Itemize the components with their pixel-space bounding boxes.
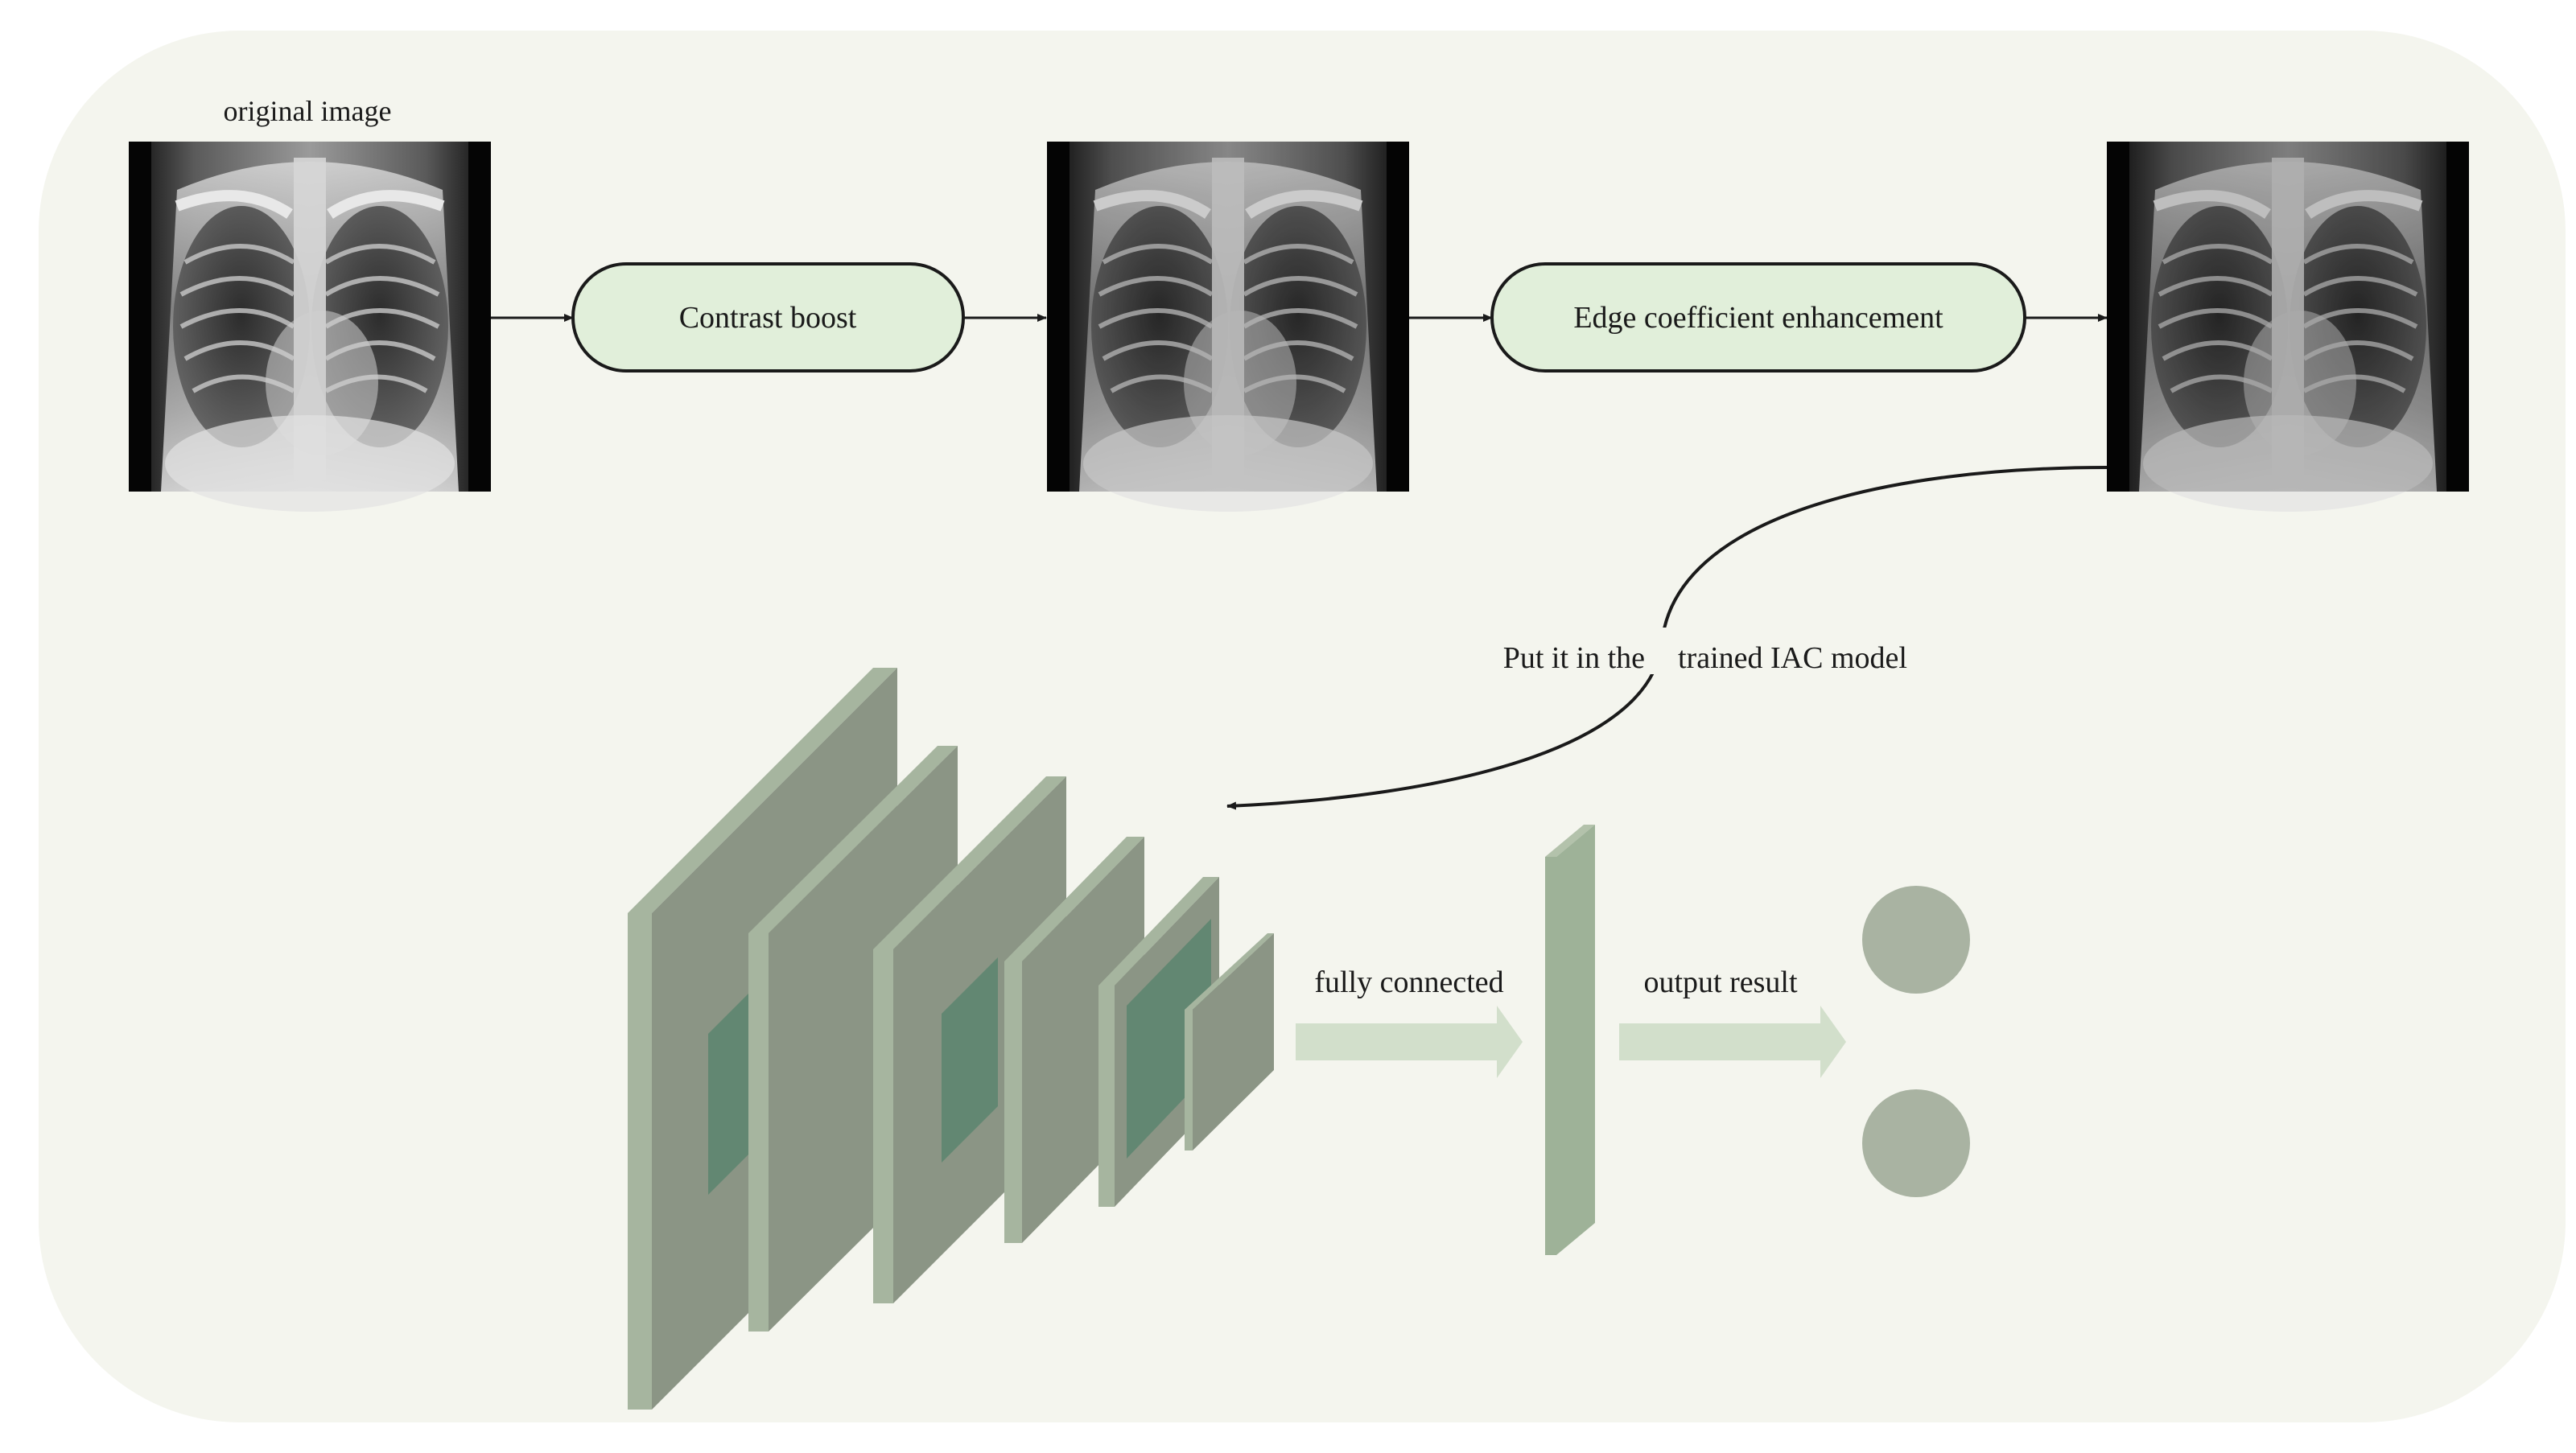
kernel-3 bbox=[1127, 919, 1211, 1159]
original-image-label: original image bbox=[224, 95, 392, 127]
original-xray-image bbox=[129, 142, 491, 512]
kernel-2 bbox=[942, 957, 998, 1163]
model-label-part-1: Put it in the bbox=[1503, 641, 1645, 675]
conv-layer-5 bbox=[1098, 877, 1219, 1207]
output-result-label: output result bbox=[1643, 965, 1797, 999]
cnn-layers bbox=[628, 668, 1274, 1410]
edge-enhancement-node: Edge coefficient enhancement bbox=[1490, 262, 2026, 373]
output-node-1 bbox=[1862, 886, 1970, 994]
fully-connected-flow-arrow bbox=[1296, 1006, 1523, 1078]
kernel-1 bbox=[708, 994, 748, 1195]
edge-enhancement-label: Edge coefficient enhancement bbox=[1573, 301, 1943, 335]
fully-connected-layer bbox=[1545, 825, 1595, 1255]
enhanced-xray-image bbox=[2107, 142, 2469, 512]
output-flow-arrow bbox=[1619, 1006, 1846, 1078]
output-node-2 bbox=[1862, 1089, 1970, 1197]
contrast-boost-label: Contrast boost bbox=[679, 301, 857, 335]
contrast-boosted-xray-image bbox=[1047, 142, 1409, 512]
fully-connected-label: fully connected bbox=[1314, 965, 1503, 999]
conv-layer-6 bbox=[1185, 933, 1274, 1150]
model-label-part-2: trained IAC model bbox=[1678, 641, 1907, 675]
contrast-boost-node: Contrast boost bbox=[571, 262, 965, 373]
